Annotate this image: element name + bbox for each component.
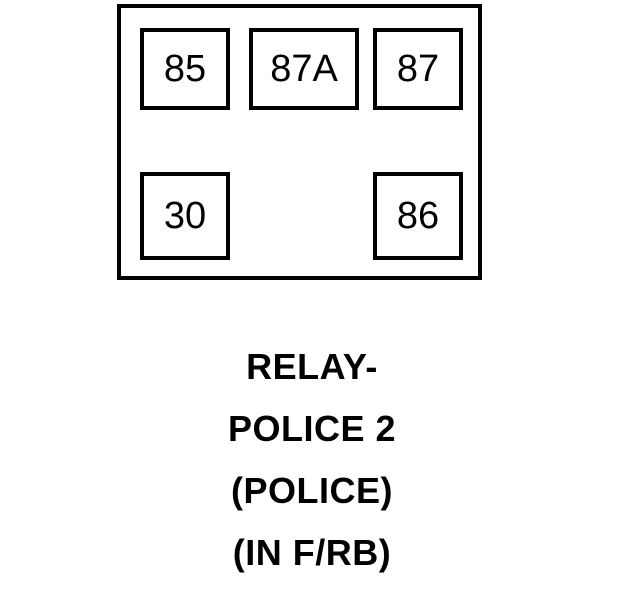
relay-terminal-85[interactable]: 85 xyxy=(140,28,230,110)
relay-terminal-87a[interactable]: 87A xyxy=(249,28,359,110)
relay-terminal-label: 87A xyxy=(270,48,338,90)
relay-terminal-30[interactable]: 30 xyxy=(140,172,230,260)
relay-body-outline: 85 87A 87 30 86 xyxy=(117,4,482,280)
relay-caption: RELAY- POLICE 2 (POLICE) (IN F/RB) xyxy=(0,336,624,584)
relay-terminal-label: 85 xyxy=(163,48,207,90)
relay-terminal-label: 87 xyxy=(396,48,440,90)
relay-terminal-87[interactable]: 87 xyxy=(373,28,463,110)
relay-terminal-86[interactable]: 86 xyxy=(373,172,463,260)
caption-line-4: (IN F/RB) xyxy=(232,532,392,573)
caption-line-1: RELAY- xyxy=(246,346,378,387)
caption-line-2: POLICE 2 xyxy=(227,408,397,449)
caption-line-3: (POLICE) xyxy=(231,470,393,511)
relay-terminal-label: 30 xyxy=(163,195,207,237)
relay-terminal-label: 86 xyxy=(396,195,440,237)
